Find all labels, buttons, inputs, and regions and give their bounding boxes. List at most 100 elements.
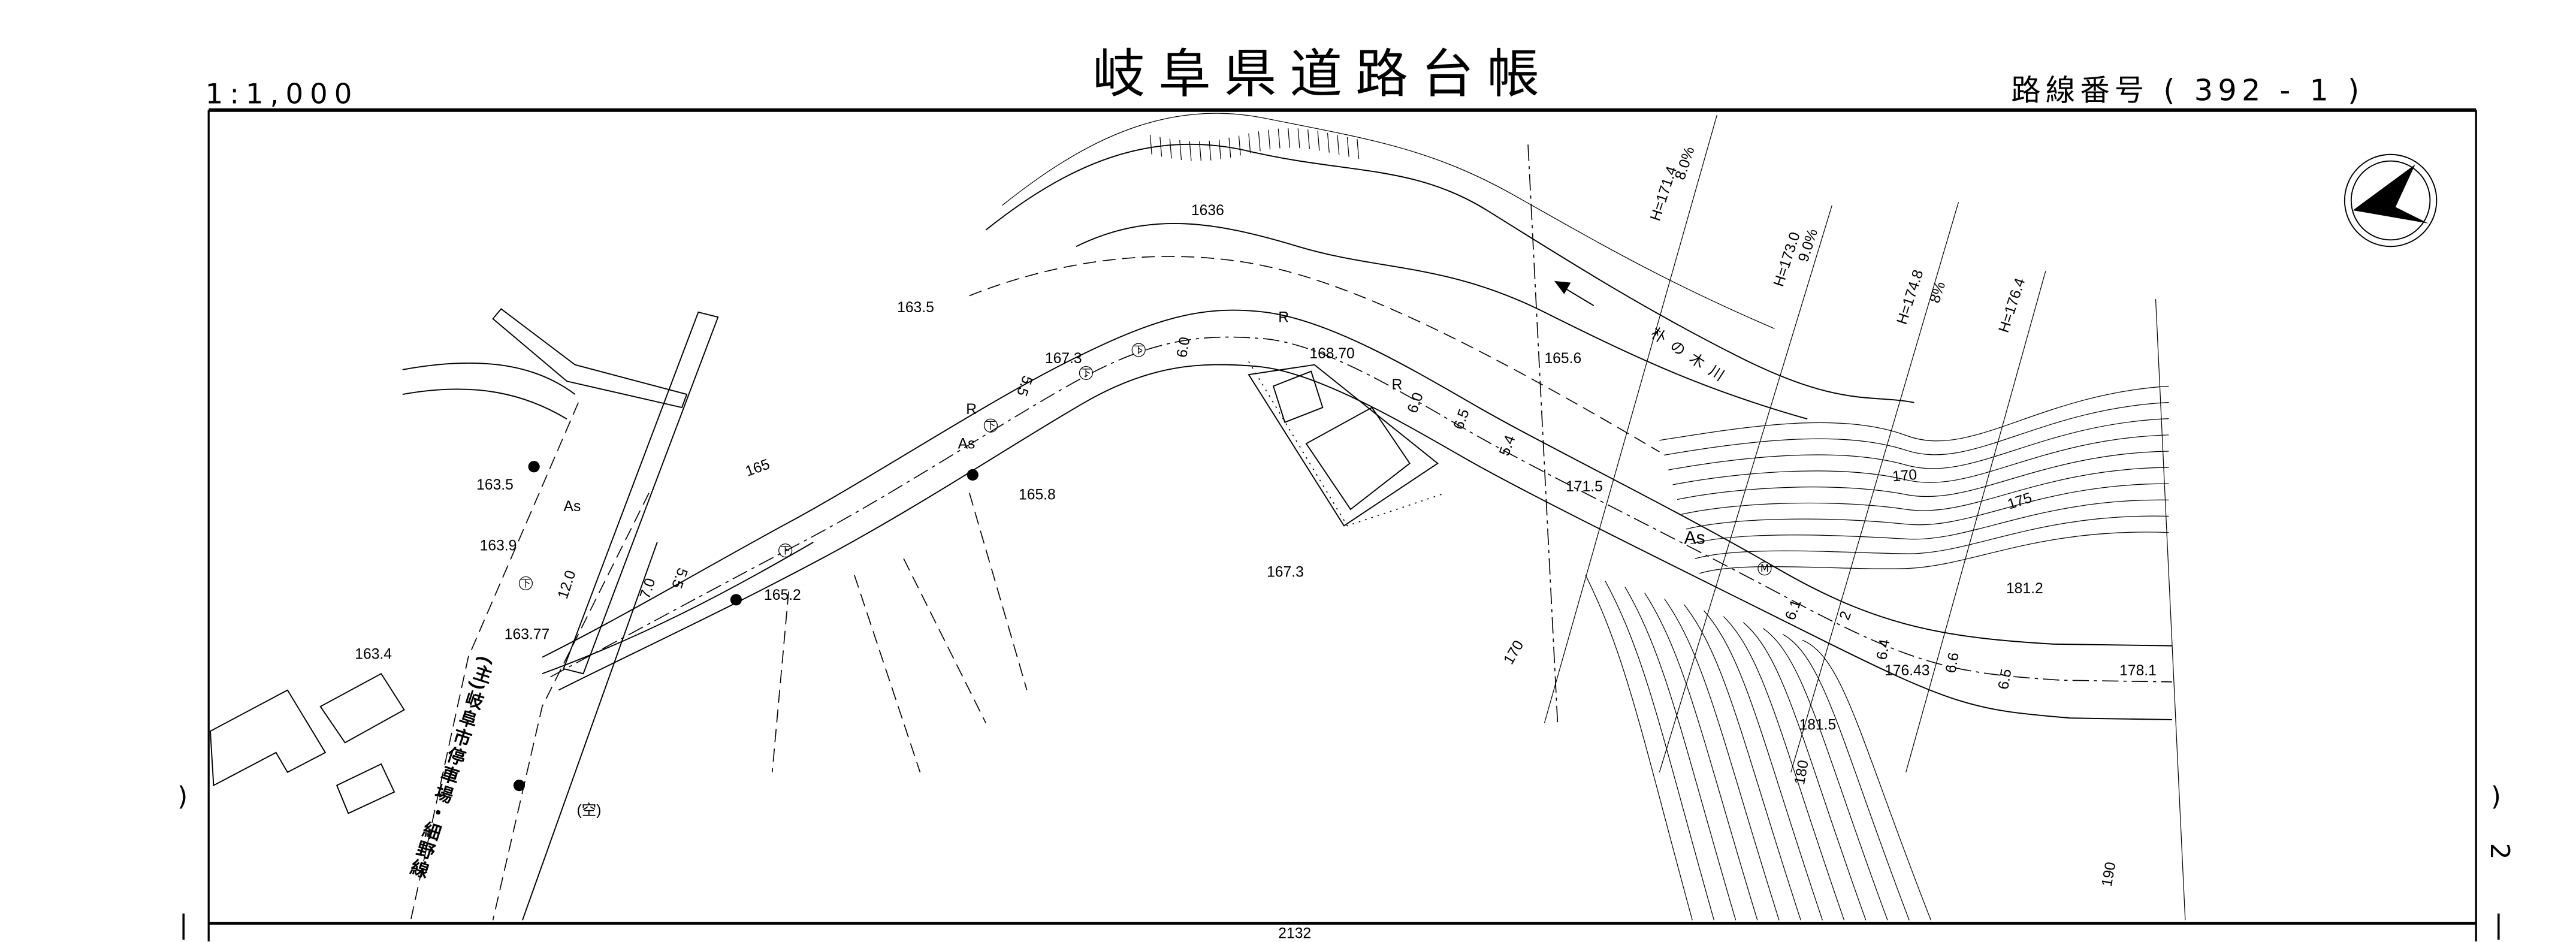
grade-percent-2: 9.0% <box>1795 227 1821 264</box>
contour-line <box>1677 451 2169 500</box>
grade-height-3: H=174.8 <box>1894 268 1927 327</box>
utility-pole-icon <box>528 461 540 473</box>
elevation-label: 176.43 <box>1885 663 1929 679</box>
elevation-label: 167.3 <box>1267 564 1304 580</box>
building <box>319 672 405 744</box>
elevation-label: 165.6 <box>1544 351 1581 367</box>
curve-label: R <box>1278 309 1289 325</box>
contour-line <box>1762 628 1888 920</box>
width-label: 6.5 <box>1995 668 2015 690</box>
scale-label: 1:1,000 <box>206 78 359 110</box>
surface-label: As <box>1684 529 1705 548</box>
surface-label: As <box>564 499 581 515</box>
building <box>209 689 327 787</box>
hatch-mark <box>1169 138 1172 159</box>
contour-line <box>1624 587 1737 920</box>
svg-text:下: 下 <box>521 578 530 589</box>
contour-line <box>1672 434 2169 485</box>
contour-line <box>1699 532 2169 574</box>
elevation-label: 171.5 <box>1566 479 1603 495</box>
elevation-label: 165.8 <box>1019 487 1056 503</box>
contour-line <box>1644 592 1758 920</box>
elevation-label: 163.77 <box>505 627 549 643</box>
hatch-mark <box>1337 135 1340 155</box>
contour-line <box>1684 604 1801 920</box>
contour-line <box>1723 616 1845 920</box>
manhole-icon: 下 <box>778 543 793 558</box>
grade-height-4: H=176.4 <box>1996 276 2029 335</box>
next-sheet-label: 2132 <box>1278 926 1311 942</box>
contour-line <box>1802 639 1931 920</box>
grade-percent-1: 8.0% <box>1672 145 1698 182</box>
hatch-mark <box>1317 131 1320 151</box>
contour-line <box>1664 598 1780 920</box>
svg-text:下: 下 <box>1081 367 1091 379</box>
contour-line <box>1681 467 2169 515</box>
hatch-mark <box>1248 133 1251 153</box>
right-bar: | <box>2494 909 2503 940</box>
width-label: 6.6 <box>1943 651 1962 674</box>
hatch-mark <box>1199 141 1202 161</box>
svg-text:M: M <box>1760 563 1769 574</box>
hatch-mark <box>1258 131 1261 152</box>
manhole-icon: 下 <box>518 576 533 590</box>
contour-label: 190 <box>2099 861 2119 888</box>
contour-line <box>1782 633 1910 920</box>
route-number: 路線番号 ( 392 - 1 ) <box>2011 73 2364 107</box>
width-label: 5.4 <box>1496 433 1518 458</box>
manhole-symbols: 下 下 下 下 下 M <box>513 343 1772 792</box>
hatch-mark <box>1327 132 1330 153</box>
elevation-label: 165.2 <box>764 587 801 603</box>
hatch-mark <box>1357 138 1360 159</box>
hatch-mark <box>1297 128 1300 149</box>
width-label: 6.0 <box>1405 391 1427 415</box>
river: 朴の木川 <box>985 113 1914 420</box>
contour-line <box>1703 610 1823 920</box>
north-arrow-icon <box>2344 153 2438 247</box>
contour-line <box>1686 483 2169 530</box>
manhole-icon: 下 <box>1131 343 1146 357</box>
contour-line <box>1690 499 2169 545</box>
width-label: 5.5 <box>1013 373 1035 398</box>
lot-outline <box>1248 364 1439 527</box>
hatch-mark <box>1209 140 1212 161</box>
buildings <box>209 364 1439 814</box>
surface-label: As <box>958 436 976 452</box>
left-bar: | <box>179 909 188 940</box>
side-road <box>402 308 719 920</box>
width-label: 2 <box>1837 609 1855 622</box>
curve-label: R <box>966 401 977 418</box>
svg-text:下: 下 <box>780 545 790 556</box>
contour-label: 165 <box>743 456 772 479</box>
elevation-label: 167.3 <box>1045 351 1082 367</box>
contour-line <box>1663 401 2169 456</box>
utility-pole-icon <box>513 780 526 792</box>
cliff-hatching <box>1149 128 1360 161</box>
hatch-mark <box>1189 141 1192 161</box>
hatch-mark <box>1278 128 1281 149</box>
grade-percent-3: 8% <box>1927 280 1949 305</box>
right-page-number: 2 <box>2484 843 2515 860</box>
utility-pole-icon <box>967 469 979 481</box>
curve-label: R <box>1391 377 1402 393</box>
manhole-icon: 下 <box>1079 366 1094 381</box>
left-paren: ) <box>177 781 188 812</box>
contour-line <box>1585 575 1693 920</box>
svg-text:下: 下 <box>1134 345 1143 356</box>
page-title: 岐阜県道路台帳 <box>1092 44 1553 105</box>
building <box>1305 406 1411 511</box>
contour-line <box>1695 515 2169 559</box>
main-road <box>542 256 2172 720</box>
hatch-mark <box>1228 137 1231 158</box>
width-label: 6.1 <box>1783 597 1805 622</box>
elevation-label: 178.1 <box>2119 663 2157 679</box>
contour-label: 170 <box>1500 638 1527 667</box>
elevation-label: 181.2 <box>2006 581 2043 597</box>
contour-lines <box>1585 385 2169 920</box>
hatch-mark <box>1238 135 1241 156</box>
hatch-mark <box>1149 134 1152 155</box>
hatch-mark <box>1346 137 1349 157</box>
contour-label: 180 <box>1792 759 1812 786</box>
width-label: 6.0 <box>1174 336 1194 358</box>
